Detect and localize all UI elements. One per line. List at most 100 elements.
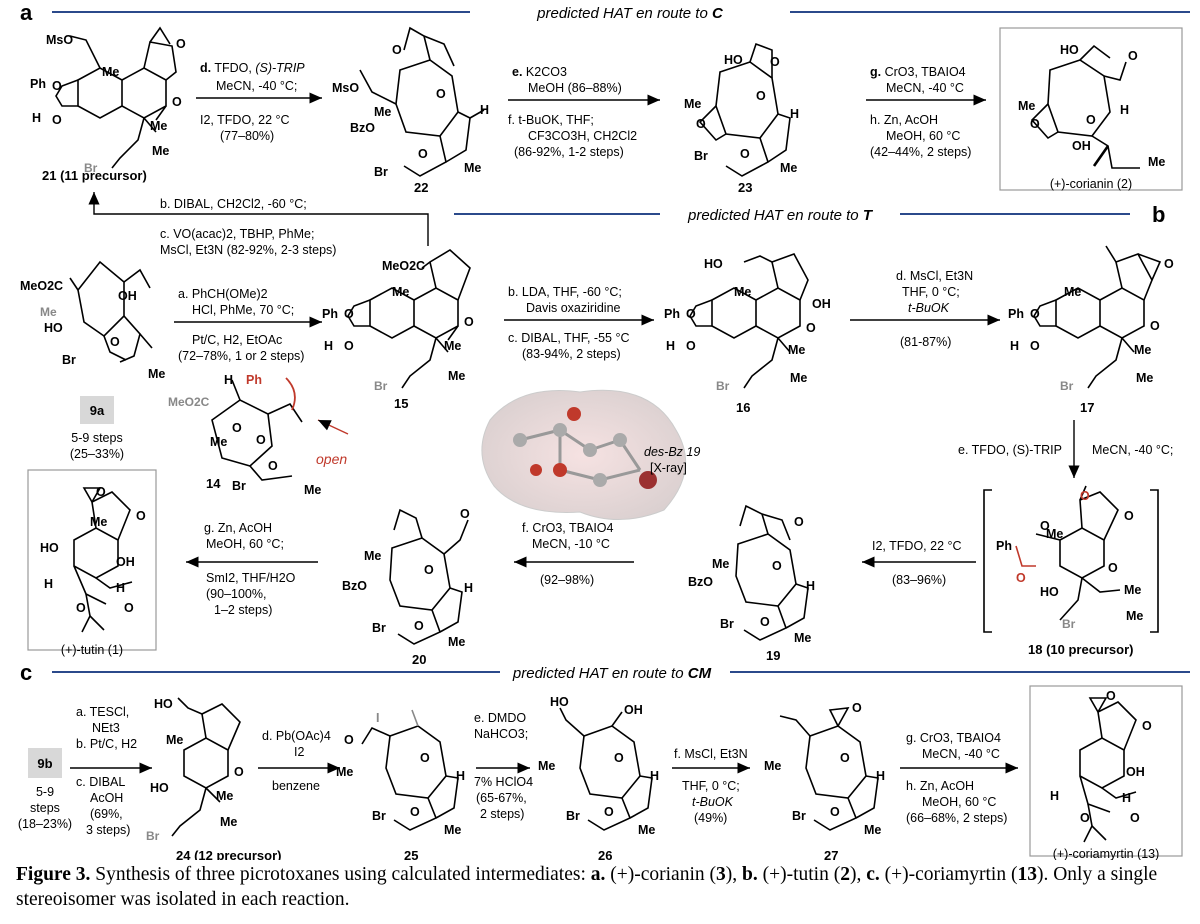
svg-text:Br: Br <box>372 621 386 635</box>
svg-text:H: H <box>456 769 465 783</box>
compound-21-structure <box>55 26 177 169</box>
compound-23-structure <box>698 42 791 177</box>
svg-text:OH: OH <box>624 703 643 717</box>
svg-text:f. t-BuOK, THF;: f. t-BuOK, THF; <box>508 113 594 127</box>
step-arrow-c-abc: a. TESCl, NEt3 b. Pt/C, H2 c. DIBAL AcOH… <box>70 705 152 837</box>
svg-text:H: H <box>44 577 53 591</box>
svg-text:HO: HO <box>150 781 169 795</box>
svg-text:O: O <box>770 55 780 69</box>
svg-text:9b: 9b <box>37 756 52 771</box>
compound-16-structure <box>689 253 809 389</box>
svg-text:H: H <box>116 581 125 595</box>
svg-text:Me: Me <box>220 815 237 829</box>
svg-text:OH: OH <box>812 297 831 311</box>
svg-text:2 steps): 2 steps) <box>480 807 524 821</box>
svg-text:O: O <box>794 515 804 529</box>
svg-text:(18–23%): (18–23%) <box>18 817 72 831</box>
svg-text:MeOH, 60 °C: MeOH, 60 °C <box>922 795 996 809</box>
svg-text:Me: Me <box>1134 343 1151 357</box>
svg-text:g. Zn, AcOH: g. Zn, AcOH <box>204 521 272 535</box>
svg-text:Me: Me <box>684 97 701 111</box>
svg-text:(83-94%, 2 steps): (83-94%, 2 steps) <box>522 347 621 361</box>
svg-text:O: O <box>772 559 782 573</box>
svg-text:b. DIBAL, CH2Cl2, -60 °C;: b. DIBAL, CH2Cl2, -60 °C; <box>160 197 307 211</box>
svg-text:O: O <box>436 87 446 101</box>
svg-text:Ph: Ph <box>664 307 680 321</box>
svg-text:(83–96%): (83–96%) <box>892 573 946 587</box>
svg-text:O: O <box>604 805 614 819</box>
svg-text:(90–100%,: (90–100%, <box>206 587 266 601</box>
svg-text:O: O <box>268 459 278 473</box>
compound-24-label: 24 (12 precursor) <box>176 848 282 860</box>
svg-text:d. TFDO, (S)-TRIP: d. TFDO, (S)-TRIP <box>200 61 305 75</box>
svg-text:Pt/C, H2, EtOAc: Pt/C, H2, EtOAc <box>192 333 282 347</box>
svg-text:Me: Me <box>1136 371 1153 385</box>
svg-text:Br: Br <box>566 809 580 823</box>
svg-text:O: O <box>756 89 766 103</box>
svg-text:Me: Me <box>790 371 807 385</box>
svg-text:I2: I2 <box>294 745 304 759</box>
step-arrow-b-f: f. CrO3, TBAIO4 MeCN, -10 °C (92–98%) <box>514 521 634 587</box>
svg-text:O: O <box>1130 811 1140 825</box>
compound-14-label: 14 <box>206 476 221 491</box>
svg-text:O: O <box>52 79 62 93</box>
step-arrow-c-e: e. DMDO NaHCO3; 7% HClO4 (65-67%, 2 step… <box>474 711 533 821</box>
compound-26-atoms: HO OH Me O O H Me Br 26 <box>538 695 659 860</box>
compound-18-label: 18 (10 precursor) <box>1028 642 1134 657</box>
svg-text:(25–33%): (25–33%) <box>70 447 124 461</box>
svg-text:O: O <box>1016 571 1026 585</box>
compound-21-label: 21 (11 precursor) <box>42 168 147 183</box>
svg-text:a. TESCl,: a. TESCl, <box>76 705 129 719</box>
compound-23-atoms: HO Me O O O H Me O Br 23 <box>684 53 799 195</box>
panel-b-label: b <box>1152 202 1165 227</box>
svg-text:MeO2C: MeO2C <box>20 279 63 293</box>
svg-text:Me: Me <box>638 823 655 837</box>
xray-structure-image: des-Bz 19 [X-ray] <box>481 389 700 520</box>
svg-text:MeCN, -40 °C: MeCN, -40 °C <box>886 81 964 95</box>
panel-a-banner: a predicted HAT en route to C <box>20 0 1190 25</box>
svg-text:O: O <box>344 339 354 353</box>
compound-14-structure: H Ph MeO2C O Me O O Br Me open 14 <box>168 373 349 497</box>
svg-text:Ph: Ph <box>30 77 46 91</box>
svg-text:H: H <box>1010 339 1019 353</box>
svg-text:e. DMDO: e. DMDO <box>474 711 526 725</box>
svg-text:benzene: benzene <box>272 779 320 793</box>
compound-17-atoms: Ph H O O Me O O Me Me Br 17 <box>1008 257 1174 415</box>
svg-text:O: O <box>460 507 470 521</box>
svg-text:O: O <box>1080 489 1090 503</box>
svg-text:O: O <box>418 147 428 161</box>
svg-text:Me: Me <box>148 367 165 381</box>
svg-text:H: H <box>324 339 333 353</box>
svg-text:f. MsCl, Et3N: f. MsCl, Et3N <box>674 747 748 761</box>
svg-text:O: O <box>1030 307 1040 321</box>
svg-text:(49%): (49%) <box>694 811 727 825</box>
svg-text:Br: Br <box>62 353 76 367</box>
svg-text:1–2 steps): 1–2 steps) <box>214 603 272 617</box>
svg-text:I2, TFDO, 22 °C: I2, TFDO, 22 °C <box>872 539 962 553</box>
svg-text:3 steps): 3 steps) <box>86 823 130 837</box>
svg-text:O: O <box>414 619 424 633</box>
svg-text:O: O <box>1086 113 1096 127</box>
svg-text:H: H <box>1050 789 1059 803</box>
svg-text:e. K2CO3: e. K2CO3 <box>512 65 567 79</box>
compound-17-structure <box>1033 245 1162 389</box>
svg-text:O: O <box>686 307 696 321</box>
svg-text:O: O <box>1142 719 1152 733</box>
svg-text:O: O <box>256 433 266 447</box>
svg-text:H: H <box>1120 103 1129 117</box>
svg-text:I2, TFDO, 22 °C: I2, TFDO, 22 °C <box>200 113 290 127</box>
svg-text:O: O <box>124 601 134 615</box>
synthesis-figure: a predicted HAT en route to C Ph H O O M… <box>18 0 1190 860</box>
svg-text:MeCN, -40 °C: MeCN, -40 °C <box>922 747 1000 761</box>
compound-9a-structure <box>69 260 153 363</box>
svg-text:O: O <box>1030 117 1040 131</box>
svg-text:Br: Br <box>146 829 160 843</box>
svg-text:(72–78%, 1 or 2 steps): (72–78%, 1 or 2 steps) <box>178 349 304 363</box>
compound-15-structure <box>347 249 471 389</box>
compound-15-label: 15 <box>394 396 408 411</box>
svg-text:Ph: Ph <box>1008 307 1024 321</box>
svg-text:MeOH (86–88%): MeOH (86–88%) <box>528 81 622 95</box>
svg-text:O: O <box>760 615 770 629</box>
svg-text:b. Pt/C, H2: b. Pt/C, H2 <box>76 737 137 751</box>
svg-text:Me: Me <box>1018 99 1035 113</box>
